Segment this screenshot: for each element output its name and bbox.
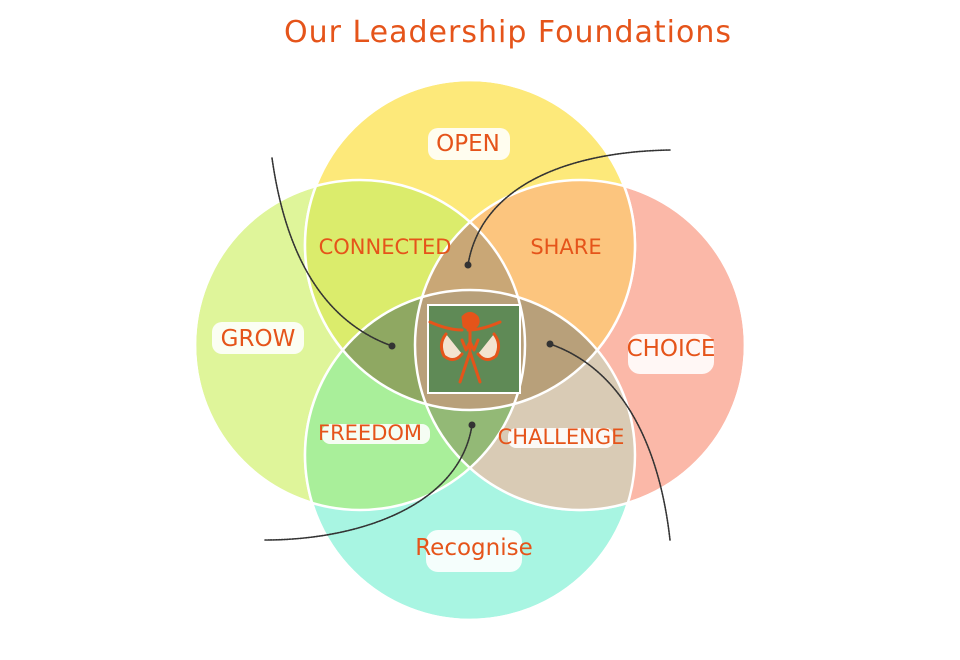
label-share: SHARE — [530, 235, 601, 259]
label-recognise: Recognise — [415, 535, 533, 561]
label-choice: CHOICE — [627, 336, 716, 362]
label-freedom: FREEDOM — [318, 421, 422, 445]
label-connected: CONNECTED — [319, 235, 452, 259]
overlap-open-choice-grow — [415, 180, 525, 410]
overlap-choice-open-recognise — [415, 290, 635, 410]
label-bg-challenge — [508, 428, 614, 448]
dot-right — [546, 340, 554, 348]
label-bg-choice — [628, 334, 714, 374]
dot-left — [388, 342, 396, 350]
circle-outlines — [193, 78, 747, 622]
curve-left — [271, 157, 393, 347]
overlap-open-grow-recognise — [305, 290, 525, 410]
curve-right — [549, 343, 671, 541]
label-bg-recognise — [426, 530, 522, 572]
stick-figure-icon — [428, 312, 502, 384]
diagram-title: Our Leadership Foundations — [284, 15, 732, 50]
label-bg-grow — [212, 322, 304, 354]
label-open: OPEN — [436, 131, 500, 157]
dot-bottom — [468, 421, 476, 429]
connector-curves — [264, 149, 671, 541]
curve-top — [467, 149, 671, 266]
overlap-grow-recognise-choice — [415, 290, 525, 510]
label-grow: GROW — [221, 326, 296, 352]
label-bg-freedom — [322, 424, 430, 444]
label-bg-open — [428, 128, 510, 160]
label-challenge: CHALLENGE — [498, 425, 625, 449]
curve-bottom — [264, 424, 473, 541]
dot-top — [464, 261, 472, 269]
